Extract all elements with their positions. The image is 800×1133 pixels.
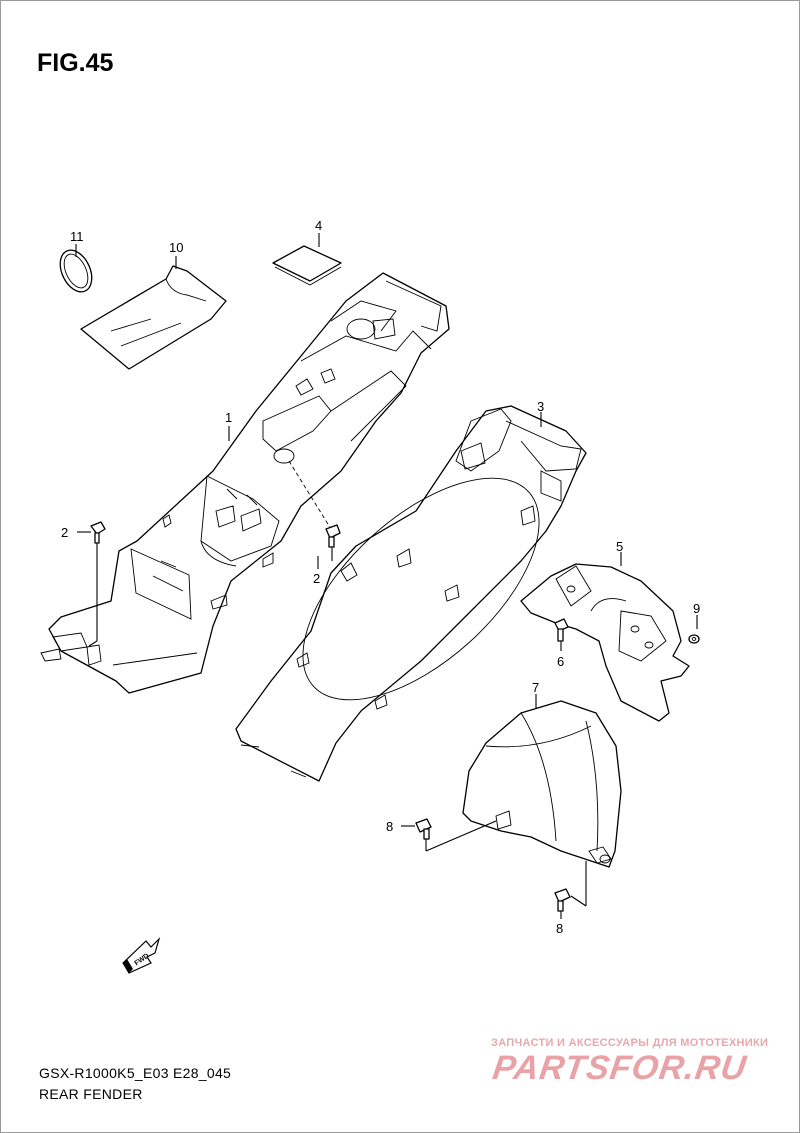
part-3-under-panel	[235, 405, 587, 782]
callout-6: 6	[557, 654, 564, 669]
watermark-caption: ЗАПЧАСТИ И АКСЕССУАРЫ ДЛЯ МОТОТЕХНИКИ	[491, 1037, 769, 1049]
callout-8-lower: 8	[556, 921, 563, 936]
section-name: REAR FENDER	[39, 1086, 143, 1102]
part-6-screw	[554, 618, 569, 651]
callout-11: 11	[70, 229, 84, 244]
part-2-screw-center	[288, 460, 341, 569]
watermark-logo: PARTSFOR.RU	[490, 1049, 750, 1087]
callout-2-left: 2	[61, 525, 68, 540]
part-11-ring	[59, 244, 93, 293]
part-10-bag	[80, 256, 227, 370]
callout-7: 7	[532, 680, 539, 695]
callout-9: 9	[693, 601, 700, 616]
callout-3: 3	[537, 399, 544, 414]
part-1-rear-fender-tray	[40, 272, 450, 694]
part-9-washer	[688, 615, 700, 644]
callout-8-left: 8	[386, 819, 393, 834]
callout-2-center: 2	[313, 571, 320, 586]
part-4-pad	[272, 233, 342, 286]
part-5-bracket	[520, 552, 690, 722]
part-2-screw-left	[77, 521, 106, 647]
part-7-hugger	[462, 694, 622, 868]
part-8-screw-lower	[554, 861, 587, 919]
callout-10: 10	[169, 240, 183, 255]
callout-1: 1	[225, 410, 232, 425]
model-code: GSX-R1000K5_E03 E28_045	[39, 1065, 232, 1081]
fwd-arrow-icon: FWD	[122, 936, 161, 974]
figure-title: FIG.45	[37, 49, 114, 77]
callout-4: 4	[315, 218, 322, 233]
callout-5: 5	[616, 539, 623, 554]
part-8-screw-left	[401, 818, 497, 852]
